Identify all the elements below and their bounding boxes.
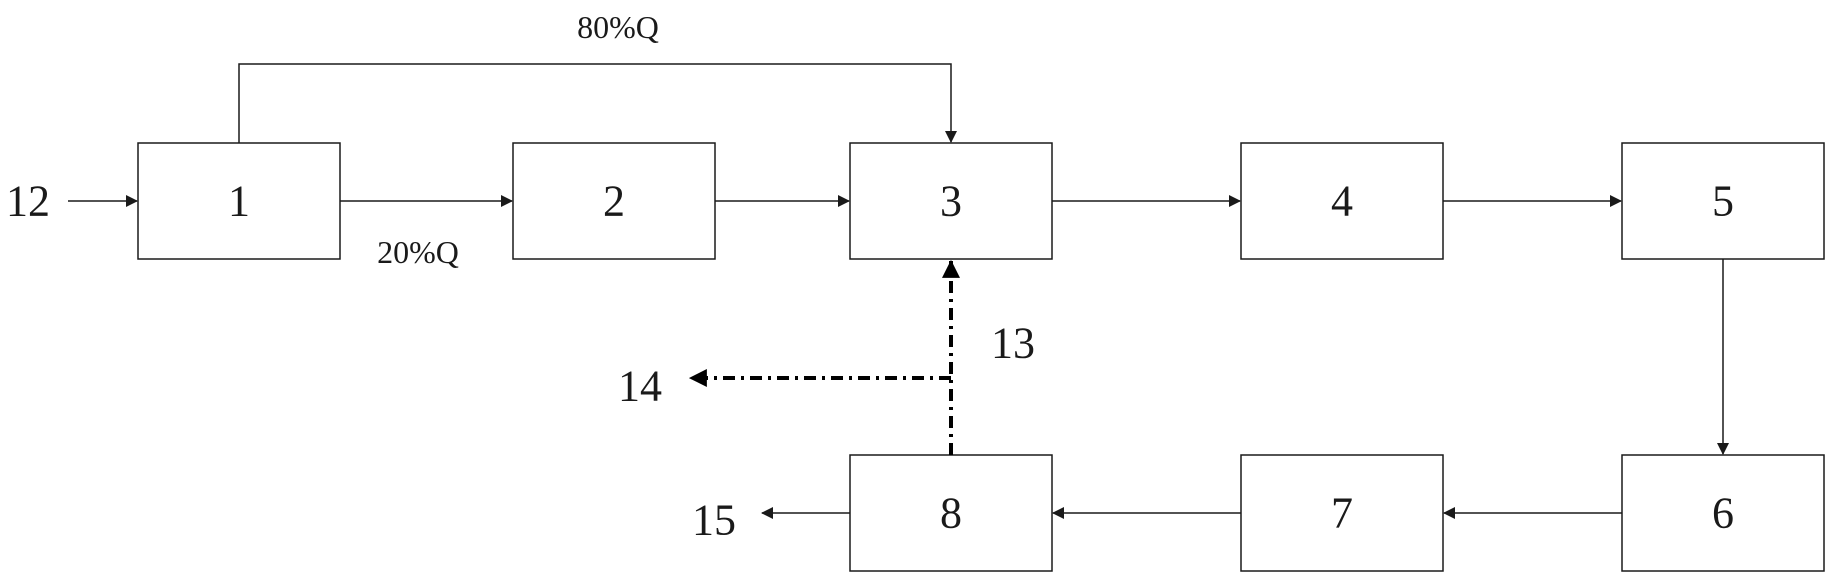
unit-1: 1: [137, 142, 341, 260]
unit-5: 5: [1621, 142, 1825, 260]
unit-5-label: 5: [1712, 177, 1734, 226]
unit-8-label: 8: [940, 489, 962, 538]
unit-2-label: 2: [603, 177, 625, 226]
unit-6: 6: [1621, 454, 1825, 572]
unit-8: 8: [849, 454, 1053, 572]
unit-4: 4: [1240, 142, 1444, 260]
main-flow-label: 20%Q: [377, 234, 459, 270]
stream-13-label: 13: [991, 319, 1035, 368]
bypass-arrow-1-to-3: [238, 63, 957, 143]
unit-7-label: 7: [1331, 489, 1353, 538]
unit-6-label: 6: [1712, 489, 1734, 538]
stream-12-label: 12: [6, 177, 50, 226]
unit-1-label: 1: [228, 177, 250, 226]
bypass-flow-label: 80%Q: [577, 9, 659, 45]
stream-15-label: 15: [692, 496, 736, 545]
unit-2: 2: [512, 142, 716, 260]
unit-3: 3: [849, 142, 1053, 260]
unit-7: 7: [1240, 454, 1444, 572]
stream-14-label: 14: [618, 362, 662, 411]
unit-3-label: 3: [940, 177, 962, 226]
unit-4-label: 4: [1331, 177, 1353, 226]
